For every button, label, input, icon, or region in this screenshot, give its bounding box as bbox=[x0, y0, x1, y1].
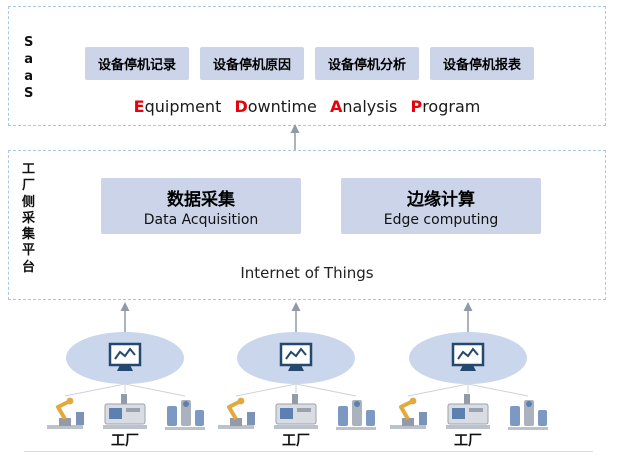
edap-rest: nalysis bbox=[342, 97, 398, 116]
up-arrow-factory-1 bbox=[120, 302, 130, 332]
edap-word-downtime: Downtime bbox=[234, 97, 316, 116]
saas-module-row: 设备停机记录 设备停机原因 设备停机分析 设备停机报表 bbox=[85, 47, 535, 80]
monitor-chart-icon bbox=[108, 342, 142, 371]
module-zh-label: 边缘计算 bbox=[407, 189, 475, 210]
edap-word-program: Program bbox=[410, 97, 480, 116]
saas-module-downtime-reports: 设备停机报表 bbox=[430, 47, 535, 80]
bottom-divider bbox=[24, 451, 593, 452]
edap-title: Equipment Downtime Analysis Program bbox=[9, 97, 605, 116]
cnc-machine-icon bbox=[102, 393, 148, 430]
platform-side-char: 侧 bbox=[22, 194, 36, 210]
module-data-acquisition: 数据采集 Data Acquisition bbox=[101, 178, 301, 234]
up-arrow-factory-2 bbox=[291, 302, 301, 332]
edap-word-equipment: Equipment bbox=[134, 97, 222, 116]
factory-node-2 bbox=[237, 332, 355, 384]
edap-rest: quipment bbox=[144, 97, 222, 116]
tank-machine-icon bbox=[336, 400, 376, 430]
edap-initial-p: P bbox=[410, 97, 423, 116]
edap-rest: rogram bbox=[422, 97, 481, 116]
platform-panel: 工 厂 侧 采 集 平 台 数据采集 Data Acquisition 边缘计算… bbox=[8, 150, 606, 300]
platform-side-label: 工 厂 侧 采 集 平 台 bbox=[22, 162, 35, 276]
saas-side-char: S bbox=[24, 85, 34, 101]
platform-side-char: 工 bbox=[22, 162, 36, 177]
cnc-machine-icon bbox=[445, 393, 491, 430]
robot-arm-icon bbox=[45, 395, 86, 430]
saas-module-downtime-records: 设备停机记录 bbox=[85, 47, 190, 80]
cnc-machine-icon bbox=[273, 393, 319, 430]
saas-side-char: a bbox=[24, 68, 34, 84]
robot-arm-icon bbox=[216, 395, 257, 430]
module-en-label: Edge computing bbox=[383, 211, 499, 228]
factory-machines-3 bbox=[388, 384, 548, 430]
tank-machine-icon bbox=[508, 400, 548, 430]
factory-node-1 bbox=[66, 332, 184, 384]
edap-initial-e: E bbox=[133, 97, 145, 116]
monitor-chart-icon bbox=[279, 342, 313, 371]
platform-side-char: 采 bbox=[22, 210, 36, 226]
saas-side-label: S a a S bbox=[24, 35, 33, 103]
edap-initial-a: A bbox=[329, 97, 343, 116]
up-arrow-main bbox=[290, 124, 300, 152]
saas-side-char: a bbox=[24, 51, 34, 67]
iot-label: Internet of Things bbox=[240, 264, 374, 282]
saas-panel: S a a S 设备停机记录 设备停机原因 设备停机分析 设备停机报表 Equi… bbox=[8, 6, 606, 126]
saas-module-downtime-analysis: 设备停机分析 bbox=[315, 47, 420, 80]
module-en-label: Data Acquisition bbox=[143, 211, 259, 228]
factory-label-3: 工厂 bbox=[454, 433, 482, 449]
factory-machines-1 bbox=[45, 384, 205, 430]
saas-module-downtime-causes: 设备停机原因 bbox=[200, 47, 305, 80]
factory-label-2: 工厂 bbox=[282, 433, 310, 449]
edap-word-analysis: Analysis bbox=[330, 97, 397, 116]
saas-side-char: S bbox=[24, 35, 34, 50]
factory-label-1: 工厂 bbox=[111, 433, 139, 449]
platform-side-char: 台 bbox=[22, 259, 36, 275]
edap-rest: owntime bbox=[247, 97, 317, 116]
platform-side-char: 集 bbox=[22, 227, 36, 242]
monitor-chart-icon bbox=[451, 342, 485, 371]
module-edge-computing: 边缘计算 Edge computing bbox=[341, 178, 541, 234]
factory-machines-2 bbox=[216, 384, 376, 430]
up-arrow-factory-3 bbox=[463, 302, 473, 332]
edap-initial-d: D bbox=[234, 97, 248, 116]
factory-node-3 bbox=[409, 332, 527, 384]
platform-side-char: 厂 bbox=[22, 178, 36, 194]
platform-side-char: 平 bbox=[22, 243, 36, 259]
tank-machine-icon bbox=[165, 400, 205, 430]
robot-arm-icon bbox=[388, 395, 429, 430]
module-zh-label: 数据采集 bbox=[167, 189, 235, 210]
